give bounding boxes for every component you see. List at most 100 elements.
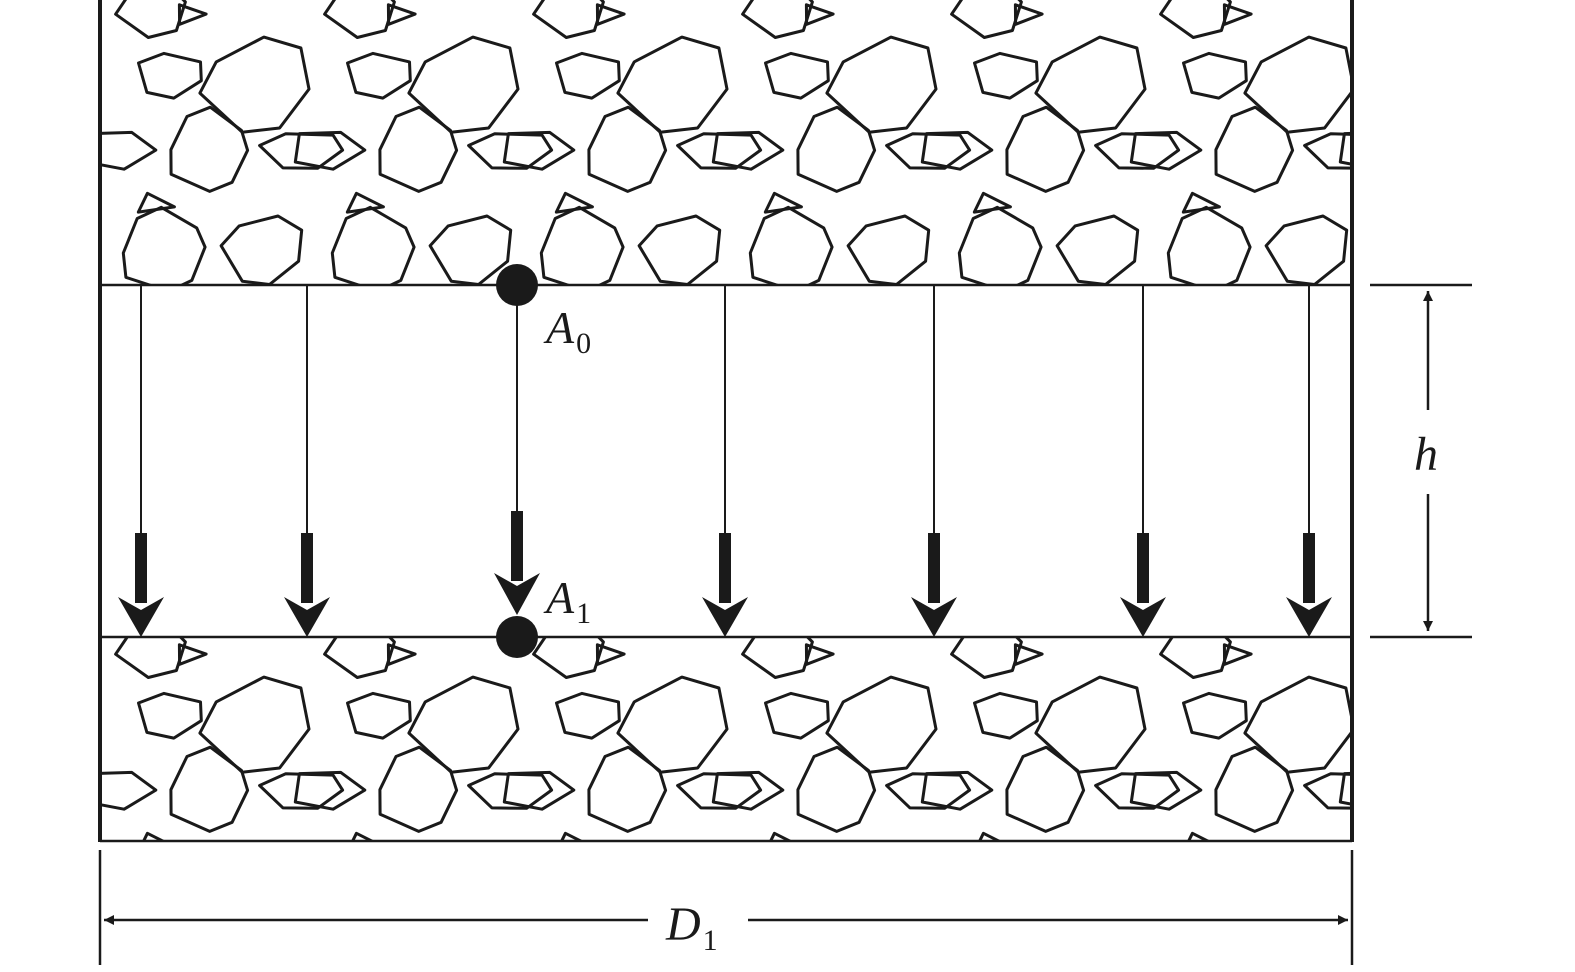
- pebble: [1187, 831, 1212, 841]
- pebble: [1433, 645, 1460, 665]
- point-a1-marker: [496, 616, 538, 658]
- pebble: [502, 130, 576, 171]
- pebble: [587, 745, 668, 833]
- pebble: [1425, 107, 1502, 191]
- pebble: [1214, 745, 1295, 833]
- pebble: [555, 691, 621, 740]
- pebble: [885, 772, 972, 810]
- pebble: [741, 637, 814, 679]
- height-label: h: [1414, 428, 1438, 481]
- upper-granular-layer: [100, 0, 1575, 291]
- flow-arrow-head: [1120, 597, 1166, 637]
- pebble: [748, 205, 834, 285]
- pebble: [219, 214, 304, 285]
- pebble: [407, 675, 520, 774]
- flow-arrow-head: [911, 597, 957, 637]
- pebble: [137, 51, 203, 100]
- pebble: [676, 132, 763, 170]
- pebble: [825, 675, 938, 774]
- pebble: [1013, 3, 1044, 26]
- pebble: [323, 0, 396, 39]
- height-dimension: [1370, 283, 1472, 639]
- pebble: [114, 637, 187, 679]
- pebble: [100, 770, 158, 811]
- flow-arrow-head: [1286, 597, 1332, 637]
- flow-arrow-head: [702, 597, 748, 637]
- pebble: [1222, 643, 1253, 666]
- width-dimension: [98, 850, 1354, 965]
- pebble: [1243, 675, 1352, 774]
- pebble: [1034, 675, 1147, 774]
- pebble: [885, 132, 972, 170]
- pebble: [973, 51, 1039, 100]
- pebble: [957, 205, 1043, 285]
- pebble: [346, 51, 412, 100]
- pebble: [177, 3, 208, 26]
- pebble: [1475, 856, 1556, 925]
- point-a1-label: A1: [543, 572, 591, 630]
- pebble: [1303, 772, 1352, 810]
- pebble: [407, 35, 520, 134]
- pebble: [114, 0, 187, 39]
- pebble: [1454, 37, 1563, 132]
- pebble: [587, 105, 668, 193]
- pebble: [100, 130, 158, 171]
- pebble: [346, 691, 412, 740]
- pebble: [1338, 131, 1352, 166]
- pebble: [973, 691, 1039, 740]
- pebble: [532, 637, 605, 679]
- pebble: [198, 35, 311, 134]
- pebble: [1168, 847, 1250, 931]
- pebble: [541, 847, 623, 931]
- flow-arrow-shaft-thick: [301, 533, 313, 603]
- pebble: [1514, 774, 1575, 809]
- pebble: [1005, 105, 1086, 193]
- pebble: [1370, 625, 1440, 678]
- pebble: [1514, 134, 1575, 169]
- pebble: [711, 770, 785, 811]
- pebble: [959, 847, 1041, 931]
- flow-arrow: [1120, 285, 1166, 637]
- pebble: [1266, 856, 1347, 925]
- pebble: [467, 132, 554, 170]
- flow-arrow: [702, 285, 748, 637]
- pebble: [595, 643, 626, 666]
- pebble: [764, 691, 830, 740]
- flow-arrow-head: [284, 597, 330, 637]
- pebble: [502, 770, 576, 811]
- pebble: [764, 51, 830, 100]
- pebble: [1182, 691, 1248, 740]
- pebble: [616, 675, 729, 774]
- pebble: [1222, 3, 1253, 26]
- pebble: [258, 132, 345, 170]
- pebble: [804, 643, 835, 666]
- pebble: [741, 0, 814, 39]
- pebble: [142, 831, 167, 841]
- flow-arrow-head: [118, 597, 164, 637]
- pebble: [1182, 51, 1248, 100]
- pebble: [637, 214, 722, 285]
- pebble: [123, 847, 205, 931]
- pebble: [920, 130, 994, 171]
- pebble: [1392, 193, 1428, 212]
- pebble: [198, 675, 311, 774]
- pebble: [796, 745, 877, 833]
- width-label: D1: [665, 898, 718, 957]
- pebble: [796, 105, 877, 193]
- flow-arrow-shaft-thick: [928, 533, 940, 603]
- pebble: [825, 35, 938, 134]
- pebble: [177, 643, 208, 666]
- pebble: [711, 130, 785, 171]
- pebble: [1159, 0, 1232, 39]
- pebble: [532, 0, 605, 39]
- pebble: [1377, 207, 1459, 291]
- pebble: [950, 637, 1023, 679]
- flow-arrow: [911, 285, 957, 637]
- pebble: [1214, 105, 1295, 193]
- pebble: [1303, 132, 1352, 170]
- pebble: [848, 856, 929, 925]
- pebble: [1392, 833, 1428, 852]
- flow-arrow: [118, 285, 164, 637]
- pebble: [293, 770, 367, 811]
